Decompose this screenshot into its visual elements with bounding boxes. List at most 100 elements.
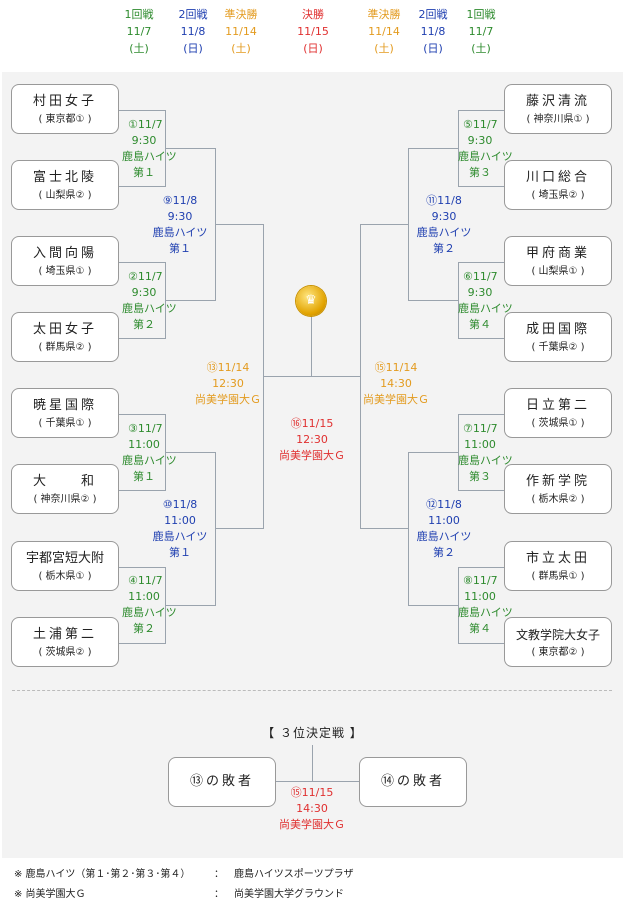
match-date: 11/7 bbox=[137, 270, 163, 283]
team-name: 太田女子 bbox=[32, 322, 97, 337]
match-venue: 尚美学園大Ｇ bbox=[195, 393, 261, 406]
match-no: ① bbox=[128, 118, 138, 131]
match-venue: 鹿島ハイツ bbox=[122, 150, 177, 163]
match-3-detail: 11:00 鹿島ハイツ 第１ bbox=[122, 437, 177, 485]
match-no: ③ bbox=[128, 422, 138, 435]
team-prefecture: ( 埼玉県① ) bbox=[38, 266, 92, 277]
crown-icon: ♛ bbox=[296, 286, 326, 316]
bracket-line bbox=[119, 262, 165, 263]
match-time: 12:30 bbox=[296, 433, 328, 446]
team-box[interactable]: 暁星国際 ( 千葉県① ) bbox=[11, 388, 119, 438]
match-time: 11:00 bbox=[164, 514, 196, 527]
match-court: 第１ bbox=[169, 242, 191, 255]
bracket-line bbox=[458, 414, 459, 491]
footer-sep: ： bbox=[214, 889, 224, 900]
team-prefecture: ( 栃木県② ) bbox=[531, 494, 585, 505]
match-no: ⑧ bbox=[463, 574, 473, 587]
bracket-line bbox=[119, 414, 165, 415]
match-9-info: ⑨11/8 9:30 鹿島ハイツ 第１ bbox=[150, 193, 210, 257]
match-6-info: ⑥11/7 bbox=[463, 269, 503, 285]
match-time: 11:00 bbox=[464, 590, 496, 603]
third-place-right-box[interactable]: ⑭の敗者 bbox=[359, 757, 467, 807]
round-day: (日) bbox=[423, 42, 443, 55]
header-col-4: 決勝 11/15 (日) bbox=[288, 6, 338, 57]
match-venue: 鹿島ハイツ bbox=[122, 606, 177, 619]
match-time: 14:30 bbox=[296, 802, 328, 815]
team-box[interactable]: 文教学院大女子 ( 東京都② ) bbox=[504, 617, 612, 667]
match-no: ⑤ bbox=[463, 118, 473, 131]
bracket-line bbox=[165, 148, 215, 149]
match-time: 11:00 bbox=[128, 438, 160, 451]
match-2-detail: 9:30 鹿島ハイツ 第２ bbox=[122, 285, 177, 333]
team-box[interactable]: 成田国際 ( 千葉県② ) bbox=[504, 312, 612, 362]
match-venue: 鹿島ハイツ bbox=[458, 606, 513, 619]
bracket-line bbox=[458, 643, 504, 644]
match-date: 11/15 bbox=[301, 786, 334, 799]
team-box[interactable]: 藤沢清流 ( 神奈川県① ) bbox=[504, 84, 612, 134]
team-box[interactable]: 甲府商業 ( 山梨県① ) bbox=[504, 236, 612, 286]
bracket-line bbox=[215, 528, 263, 529]
team-box[interactable]: 宇都宮短大附 ( 栃木県① ) bbox=[11, 541, 119, 591]
team-box[interactable]: 市立太田 ( 群馬県① ) bbox=[504, 541, 612, 591]
team-prefecture: ( 群馬県① ) bbox=[531, 571, 585, 582]
team-prefecture: ( 東京都① ) bbox=[38, 114, 92, 125]
match-no: ⑩ bbox=[162, 498, 173, 511]
footer-sep: ： bbox=[214, 869, 224, 880]
match-date: 11/7 bbox=[472, 574, 498, 587]
match-venue: 鹿島ハイツ bbox=[152, 226, 208, 239]
team-name: 富士北陵 bbox=[32, 170, 97, 185]
bracket-line bbox=[360, 224, 361, 529]
team-prefecture: ( 山梨県② ) bbox=[38, 190, 92, 201]
team-box[interactable]: 作新学院 ( 栃木県② ) bbox=[504, 464, 612, 514]
semifinal-1-info: ⑬11/14 12:30 尚美学園大Ｇ bbox=[188, 360, 268, 408]
round-label: 準決勝 bbox=[367, 8, 401, 21]
team-prefecture: ( 群馬県② ) bbox=[38, 342, 92, 353]
header-col-1: 1回戦 11/7 (土) bbox=[114, 6, 164, 57]
round-day: (日) bbox=[183, 42, 203, 55]
match-5-info: ⑤11/7 bbox=[463, 117, 503, 133]
team-prefecture: ( 東京都② ) bbox=[531, 647, 585, 658]
match-time: 14:30 bbox=[380, 377, 412, 390]
match-court: 第２ bbox=[433, 546, 455, 559]
team-box[interactable]: 川口総合 ( 埼玉県② ) bbox=[504, 160, 612, 210]
third-place-left-box[interactable]: ⑬の敗者 bbox=[168, 757, 276, 807]
footer-label: ※ 尚美学園大Ｇ bbox=[14, 889, 86, 900]
team-box[interactable]: 太田女子 ( 群馬県② ) bbox=[11, 312, 119, 362]
bracket-line bbox=[215, 224, 263, 225]
bracket-line bbox=[458, 567, 504, 568]
bracket-line bbox=[408, 148, 458, 149]
team-prefecture: ( 神奈川県② ) bbox=[33, 494, 97, 505]
bracket-line bbox=[165, 605, 215, 606]
team-name: 川口総合 bbox=[525, 170, 590, 185]
match-venue: 鹿島ハイツ bbox=[122, 302, 177, 315]
bracket-line bbox=[119, 567, 165, 568]
round-label: 決勝 bbox=[302, 8, 324, 21]
team-name: 藤沢清流 bbox=[525, 94, 590, 109]
team-box[interactable]: 村田女子 ( 東京都① ) bbox=[11, 84, 119, 134]
round-day: (日) bbox=[303, 42, 323, 55]
match-venue: 鹿島ハイツ bbox=[458, 302, 513, 315]
match-court: 第１ bbox=[169, 546, 191, 559]
match-date: 11/15 bbox=[301, 417, 334, 430]
team-box[interactable]: 富士北陵 ( 山梨県② ) bbox=[11, 160, 119, 210]
match-venue: 尚美学園大Ｇ bbox=[363, 393, 429, 406]
team-prefecture: ( 千葉県② ) bbox=[531, 342, 585, 353]
bracket-line bbox=[408, 605, 458, 606]
team-box[interactable]: 日立第二 ( 茨城県① ) bbox=[504, 388, 612, 438]
team-box[interactable]: 土浦第二 ( 茨城県② ) bbox=[11, 617, 119, 667]
team-name: 暁星国際 bbox=[32, 398, 97, 413]
match-12-info: ⑫11/8 11:00 鹿島ハイツ 第２ bbox=[414, 497, 474, 561]
bracket-line bbox=[311, 316, 312, 376]
team-name: 入間向陽 bbox=[32, 246, 97, 261]
round-label: 2回戦 bbox=[418, 8, 448, 21]
match-no: ⑬ bbox=[206, 361, 218, 374]
match-no: ② bbox=[128, 270, 138, 283]
team-box[interactable]: 入間向陽 ( 埼玉県① ) bbox=[11, 236, 119, 286]
team-box[interactable]: 大 和 ( 神奈川県② ) bbox=[11, 464, 119, 514]
match-court: 第２ bbox=[133, 622, 155, 635]
match-time: 9:30 bbox=[167, 210, 193, 223]
match-time: 9:30 bbox=[467, 134, 493, 147]
match-venue: 鹿島ハイツ bbox=[122, 454, 177, 467]
round-date: 11/8 bbox=[180, 25, 206, 38]
team-name: 大 和 bbox=[32, 474, 97, 489]
